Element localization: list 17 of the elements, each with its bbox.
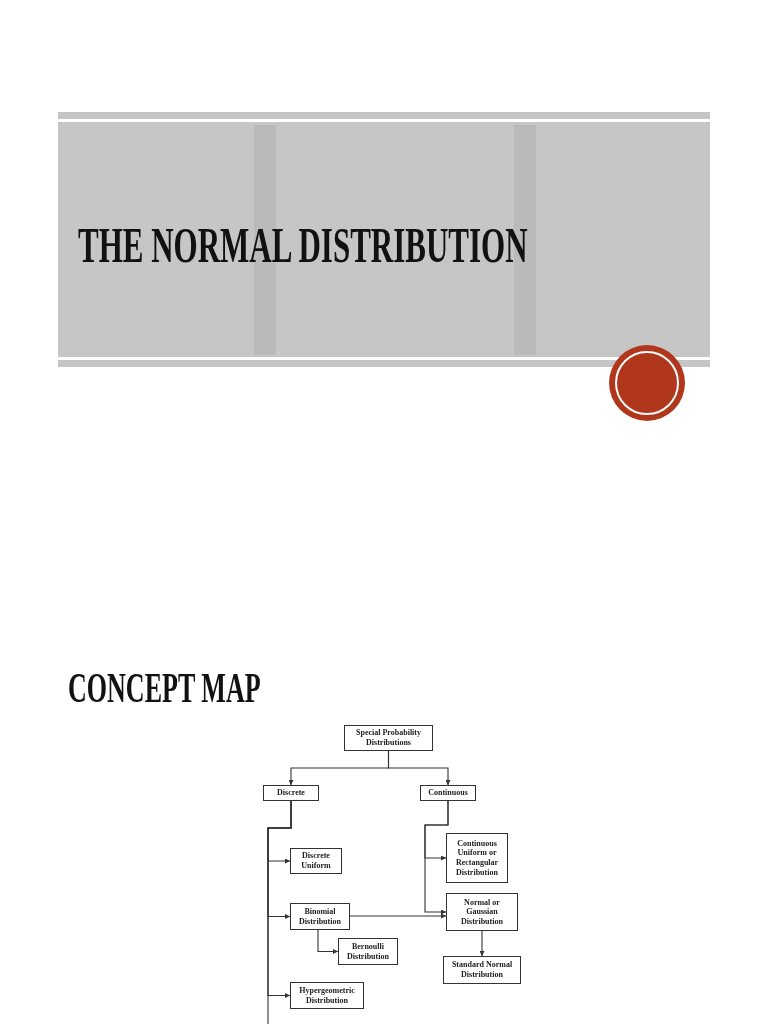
connector-arrow	[424, 800, 449, 915]
connector-arrow	[317, 929, 339, 954]
concept-box: Discrete	[263, 785, 319, 801]
concept-box: Continuous Uniform or Rectangular Distribution	[446, 833, 508, 883]
concept-box: Special Probability Distributions	[344, 725, 433, 751]
section-heading: CONCEPT MAP	[68, 664, 261, 712]
concept-box: Hypergeometric Distribution	[290, 982, 364, 1009]
concept-box: Binomial Distribution	[290, 903, 350, 930]
concept-box: Normal or Gaussian Distribution	[446, 893, 518, 931]
connector-arrow	[349, 913, 447, 919]
concept-box: Standard Normal Distribution	[443, 956, 521, 984]
slide-title: THE NORMAL DISTRIBUTION	[78, 216, 528, 274]
concept-box: Discrete Uniform	[290, 848, 342, 874]
connector-arrow	[387, 750, 451, 786]
concept-box: Continuous	[420, 785, 476, 801]
connector-arrow	[479, 930, 485, 957]
concept-box: Bernoulli Distribution	[338, 938, 398, 965]
